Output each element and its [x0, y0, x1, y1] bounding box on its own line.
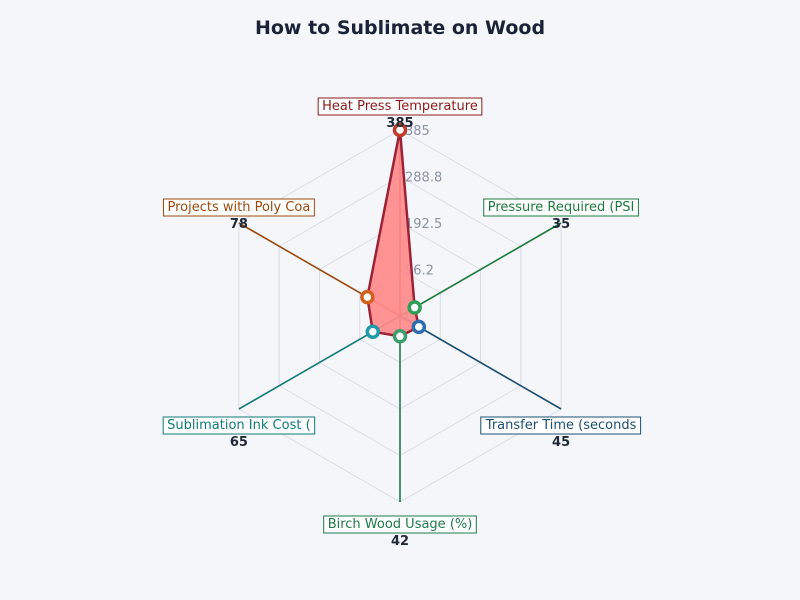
axis-label-box [317, 97, 483, 116]
data-point-marker [392, 329, 408, 344]
data-point-marker [360, 289, 375, 305]
axis-label: Pressure Required (PSI [488, 200, 635, 215]
data-value-label: 65 [230, 435, 248, 450]
data-point-marker [365, 324, 381, 339]
axis-label: Birch Wood Usage (%) [328, 517, 473, 532]
axis-label: Projects with Poly Coa [167, 200, 310, 215]
axis-spoke-2 [399, 315, 562, 410]
data-value-label: 35 [552, 217, 570, 232]
axis-label-box [162, 416, 316, 435]
data-value-label: 78 [230, 217, 248, 232]
axis-label: Transfer Time (seconds [485, 418, 637, 433]
radar-markers [360, 122, 427, 344]
data-value-label: 385 [386, 116, 413, 131]
data-point-marker [392, 122, 408, 138]
data-value-label: 42 [391, 534, 409, 549]
axis-label-box [483, 198, 639, 217]
data-point-marker [407, 300, 422, 315]
axis-spoke-1 [399, 222, 562, 317]
axis-label-box [323, 515, 477, 534]
axis-label: Sublimation Ink Cost ( [167, 418, 310, 433]
data-point-marker [411, 319, 427, 335]
axis-label: Heat Press Temperature [322, 99, 478, 114]
data-value-label: 45 [552, 435, 570, 450]
axis-label-box [480, 416, 642, 435]
tick-label: 385 [405, 124, 430, 139]
tick-label: 288.8 [405, 171, 442, 186]
tick-label: 192.5 [405, 217, 442, 232]
axis-label-box [162, 198, 315, 217]
chart-title: How to Sublimate on Wood [255, 17, 545, 39]
